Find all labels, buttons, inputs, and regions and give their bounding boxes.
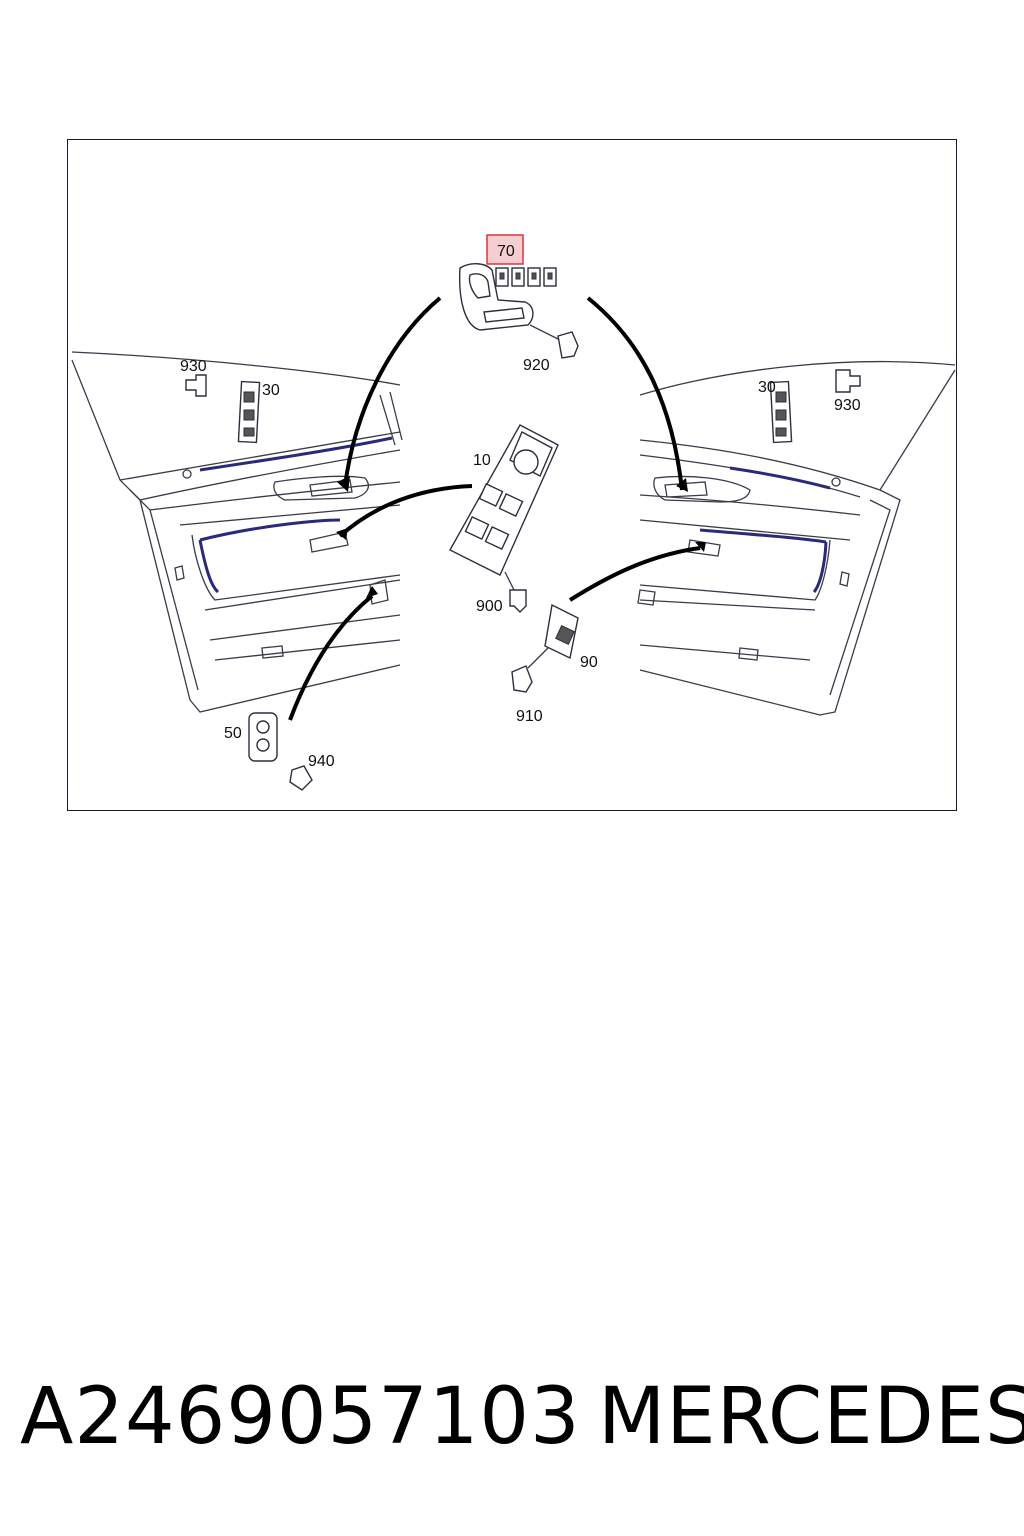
callout-30-right: 30 (758, 379, 776, 396)
part-50-lock-switch (248, 712, 278, 762)
brand-name: MERCEDES (598, 1372, 1024, 1462)
parts-diagram: 70 920 930 30 30 930 10 900 90 910 50 94… (71, 234, 956, 791)
part-910-connector (511, 665, 533, 693)
callout-900: 900 (476, 598, 503, 615)
callout-30-left: 30 (262, 382, 280, 399)
part-30-right (769, 380, 793, 444)
callout-940: 940 (308, 753, 335, 770)
part-70-seat-switch (458, 263, 561, 341)
part-930-right-connector (835, 369, 861, 393)
callout-70-highlight (486, 234, 524, 265)
part-number: A2469057103 (20, 1372, 581, 1462)
part-90-switch (527, 603, 579, 669)
callout-70: 70 (497, 243, 515, 260)
right-door (637, 360, 956, 716)
callout-930-right: 930 (834, 397, 861, 414)
callout-90: 90 (580, 654, 598, 671)
callout-10: 10 (473, 452, 491, 469)
callout-50: 50 (224, 725, 242, 742)
diagram-frame (67, 139, 957, 811)
connector-arrows (288, 296, 706, 721)
part-30-left (237, 380, 261, 444)
part-920-connector (557, 331, 579, 359)
callout-910: 910 (516, 708, 543, 725)
part-900-connector (509, 589, 527, 613)
callout-920: 920 (523, 357, 550, 374)
left-door (71, 351, 403, 713)
part-930-left-connector (185, 374, 207, 397)
part-940-connector (289, 765, 313, 791)
callout-930-left: 930 (180, 358, 207, 375)
part-10-window-switch (449, 424, 559, 593)
